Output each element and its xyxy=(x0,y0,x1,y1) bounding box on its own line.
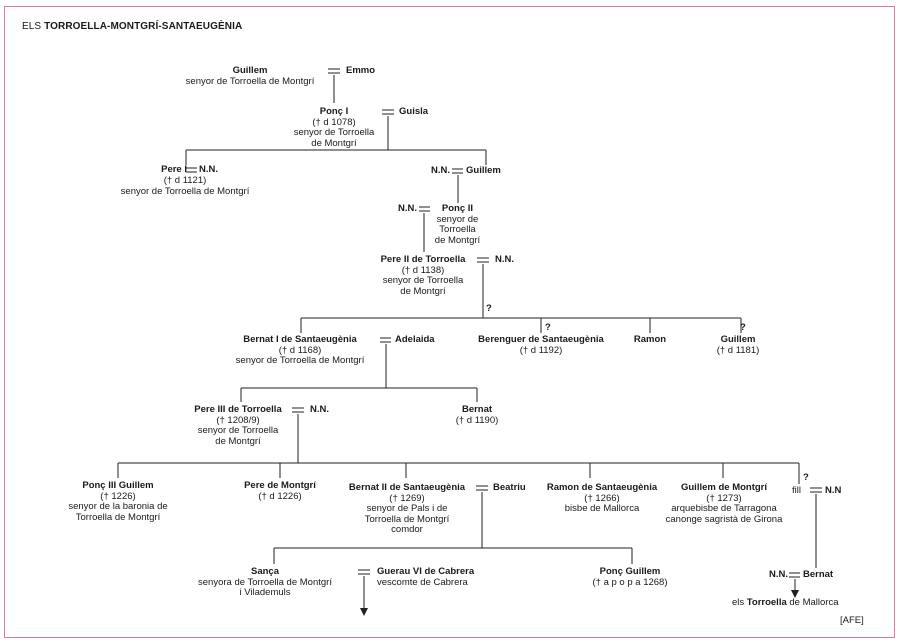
uncertain-marker: ? xyxy=(486,303,492,314)
person-nn-guillem-right: Guillem xyxy=(466,165,501,176)
person-nn-bernat-right: Bernat xyxy=(803,569,834,580)
person-pere-i-spouse: N.N. xyxy=(199,164,218,175)
person-emmo: Emmo xyxy=(346,65,376,76)
uncertain-marker: ? xyxy=(740,322,746,333)
arrow-head-icon xyxy=(360,608,368,616)
person-nn-ponc-ii-left: N.N. xyxy=(398,203,417,214)
person-pere-de-montgri: Pere de Montgrí(† d 1226) xyxy=(244,480,316,502)
person-pere-iii-spouse: N.N. xyxy=(310,404,329,415)
person-ponc-iii-guillem: Ponç III Guillem(† 1226)senyor de la bar… xyxy=(68,480,168,523)
person-ponc-guillem: Ponç Guillem(† a p o p a 1268) xyxy=(592,566,668,588)
person-beatriu: Beatriu xyxy=(493,482,526,493)
person-pere-ii: Pere II de Torroella(† d 1138)senyor de … xyxy=(380,254,466,297)
person-ramon-santaeugenia: Ramon de Santaeugènia(† 1266)bisbe de Ma… xyxy=(546,482,658,514)
person-berenguer: Berenguer de Santaeugènia(† d 1192) xyxy=(478,334,604,356)
person-nn-bernat-left: N.N. xyxy=(769,569,788,580)
person-bernat-i: Bernat I de Santaeugènia(† d 1168)senyor… xyxy=(235,334,365,366)
person-guillem-1181: Guillem(† d 1181) xyxy=(716,334,760,356)
source-label: [AFE] xyxy=(840,615,864,626)
arrow-head-icon xyxy=(791,590,799,598)
person-ramon: Ramon xyxy=(633,334,667,345)
uncertain-marker: ? xyxy=(545,322,551,333)
torroella-de-mallorca: els Torroella de Mallorca xyxy=(732,597,839,608)
person-bernat-1190: Bernat(† d 1190) xyxy=(455,404,499,426)
person-pere-ii-spouse: N.N. xyxy=(495,254,514,265)
person-guillem-de-montgri: Guillem de Montgrí(† 1273)arquebisbe de … xyxy=(665,482,783,525)
person-guisla: Guisla xyxy=(399,106,429,117)
person-adelaida: Adelaida xyxy=(395,334,435,345)
person-bernat-ii: Bernat II de Santaeugènia(† 1269)senyor … xyxy=(348,482,466,535)
page-frame xyxy=(4,6,895,638)
person-pere-iii: Pere III de Torroella(† 1208/9)senyor de… xyxy=(194,404,282,447)
person-fill-spouse: N.N xyxy=(825,485,842,496)
person-pere-i-details: († d 1121)senyor de Torroella de Montgrí xyxy=(120,175,250,197)
person-nn-guillem-left: N.N. xyxy=(431,165,450,176)
uncertain-marker: ? xyxy=(803,472,809,483)
person-pere-i: Pere I xyxy=(161,164,187,175)
person-fill: fill xyxy=(792,485,801,496)
diagram-title: ELS TORROELLA-MONTGRÍ-SANTAEUGÈNIA xyxy=(22,21,243,32)
